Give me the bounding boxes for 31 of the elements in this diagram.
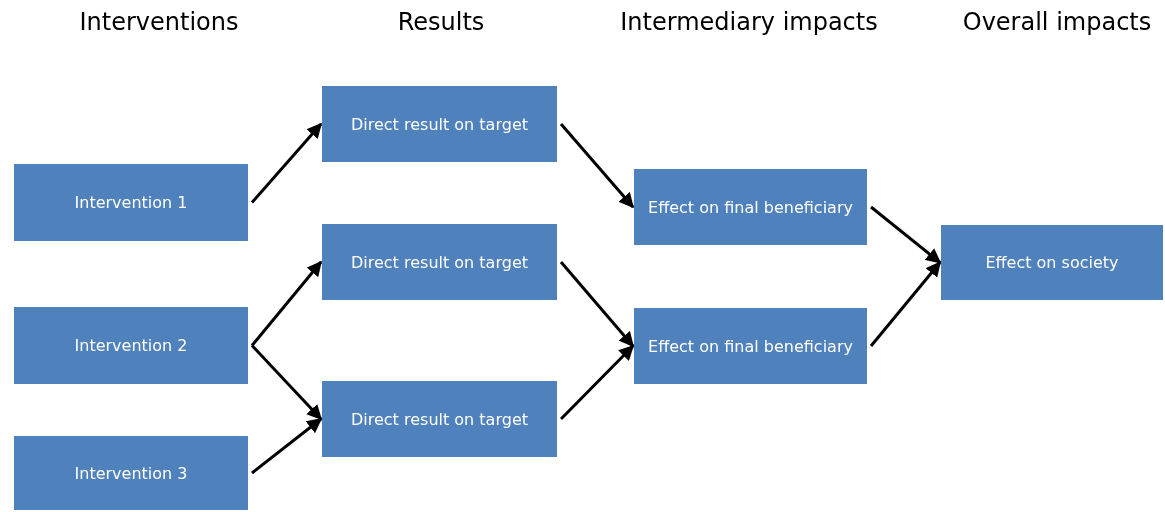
box-label: Effect on society bbox=[985, 253, 1119, 272]
process-box bbox=[322, 381, 557, 457]
box-label: Intervention 1 bbox=[74, 193, 188, 212]
process-box bbox=[634, 308, 867, 384]
column-heading: Intermediary impacts bbox=[620, 8, 878, 36]
process-box bbox=[941, 225, 1163, 300]
box-label: Intervention 3 bbox=[74, 463, 188, 483]
arrow bbox=[559, 123, 635, 209]
arrow bbox=[869, 261, 942, 347]
process-box bbox=[322, 224, 557, 300]
box-label: Direct result on target bbox=[351, 409, 528, 429]
process-box bbox=[14, 436, 248, 510]
arrow bbox=[559, 261, 635, 348]
box-label: Direct result on target bbox=[351, 252, 528, 272]
arrow bbox=[250, 122, 323, 204]
box-label: Effect on final beneficiary bbox=[648, 197, 853, 217]
arrow bbox=[250, 260, 323, 347]
process-box bbox=[14, 164, 248, 241]
arrow bbox=[870, 205, 942, 264]
column-heading: Interventions bbox=[79, 8, 239, 36]
box-label: Effect on final beneficiary bbox=[648, 336, 853, 356]
box-label: Intervention 2 bbox=[74, 336, 188, 355]
column-heading: Results bbox=[397, 8, 485, 36]
process-box bbox=[634, 169, 867, 245]
process-box bbox=[14, 307, 248, 384]
arrow bbox=[250, 344, 323, 421]
box-label: Direct result on target bbox=[351, 114, 528, 134]
arrow bbox=[251, 417, 323, 475]
column-heading: Overall impacts bbox=[962, 8, 1152, 36]
arrow bbox=[559, 344, 635, 421]
process-box bbox=[322, 86, 557, 162]
